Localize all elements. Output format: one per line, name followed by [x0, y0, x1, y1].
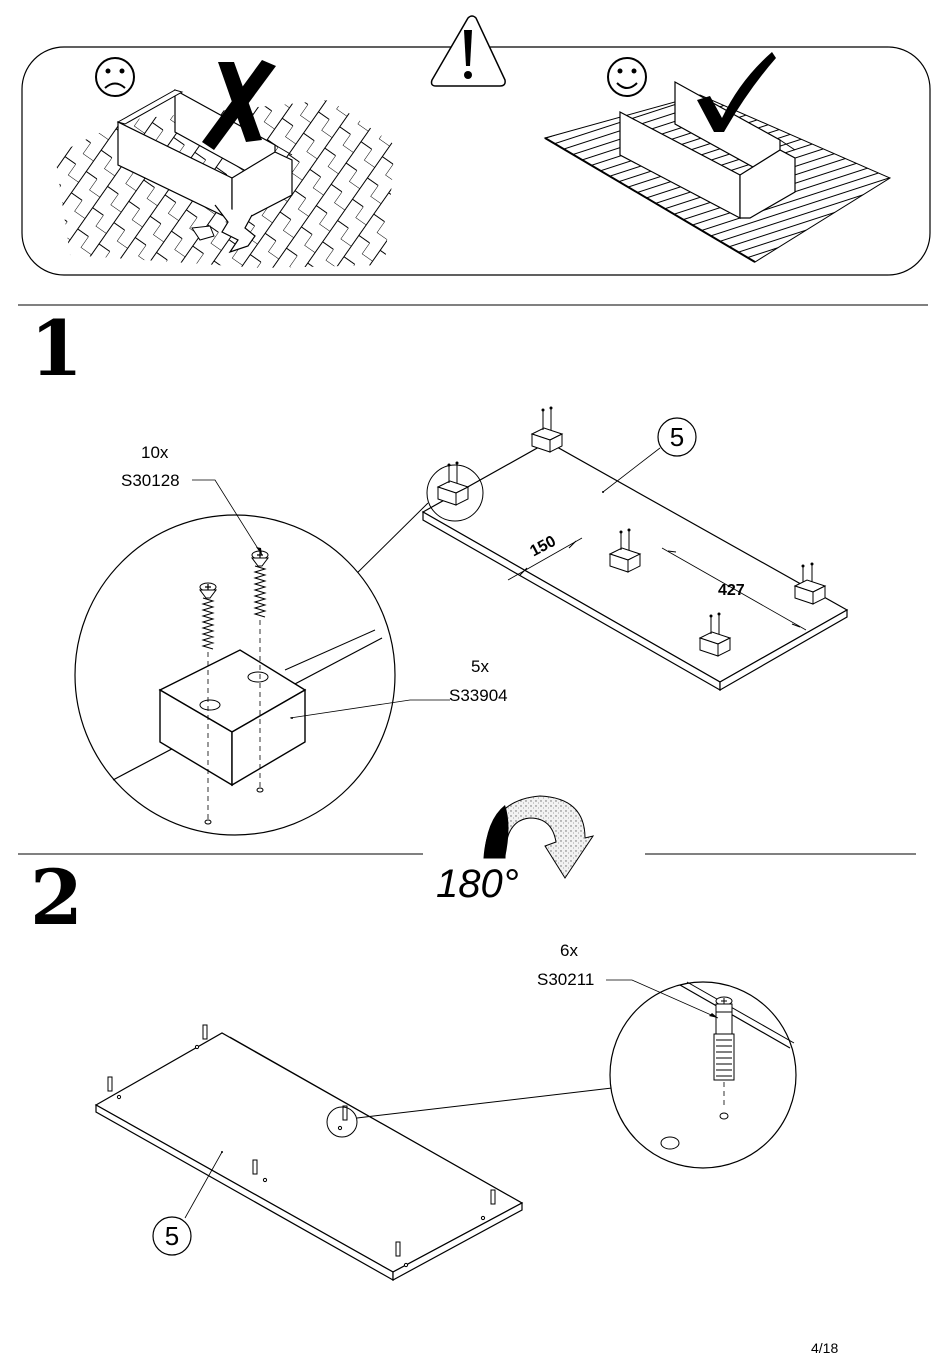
dimension-427: 427: [718, 582, 745, 600]
happy-face-icon: [608, 58, 646, 96]
part-number-step1: 5: [662, 423, 692, 451]
foot-code: S33904: [449, 686, 508, 706]
detail-leader-step2: [357, 1088, 612, 1118]
screw-quantity: 10x: [141, 443, 168, 463]
dowel-code: S30211: [537, 970, 594, 990]
page-number: 4/18: [811, 1340, 838, 1356]
detail-view-step2: [610, 982, 796, 1168]
step-number-1: 1: [30, 311, 83, 387]
rotation-label: 180°: [436, 862, 519, 906]
dowel-quantity: 6x: [560, 941, 578, 961]
foot-quantity: 5x: [471, 657, 489, 677]
sad-face-icon: [96, 58, 134, 96]
step-number-2: 2: [30, 860, 83, 936]
screw-code: S30128: [121, 471, 180, 491]
detail-view-step1: [75, 515, 395, 835]
part-number-step2: 5: [157, 1222, 187, 1250]
